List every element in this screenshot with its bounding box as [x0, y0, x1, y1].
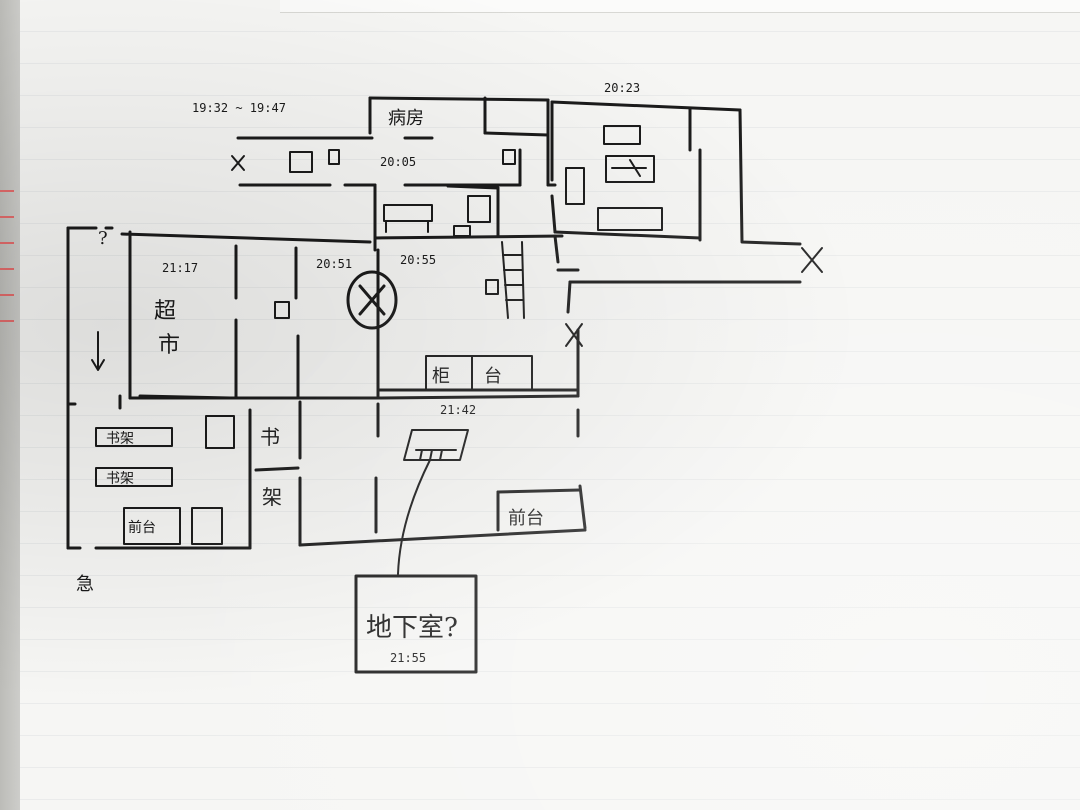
label-front-desk-left: 前台: [128, 519, 156, 536]
margin-red-ticks: [0, 190, 14, 370]
label-supermarket-1: 超: [154, 299, 176, 324]
label-ward: 病房: [388, 108, 424, 129]
time-2055: 20:55: [400, 253, 436, 267]
label-front-desk-right: 前台: [508, 508, 544, 529]
label-basement: 地下室?: [366, 613, 458, 643]
time-2005: 20:05: [380, 155, 416, 169]
time-2117: 21:17: [162, 261, 198, 275]
ward-room: [368, 96, 550, 187]
label-bookshelf-h1: 书架: [106, 431, 134, 447]
bottom-middle-walls: [354, 402, 587, 674]
label-bookshelf-v1: 书: [260, 425, 280, 449]
label-counter-1: 柜: [432, 366, 450, 387]
time-2051: 20:51: [316, 257, 352, 271]
top-right-room: [550, 100, 823, 284]
notebook-paper: [20, 0, 1080, 810]
paper-top-edge: [280, 0, 1080, 13]
label-bookshelf-v2: 架: [262, 485, 282, 509]
time-2142: 21:42: [440, 403, 476, 417]
label-emergency: 急: [76, 574, 94, 595]
label-bookshelf-h2: 书架: [106, 471, 134, 487]
central-area-walls: [346, 183, 583, 398]
lock-icons: [274, 149, 516, 319]
time-2155: 21:55: [390, 651, 426, 665]
left-block-walls: [66, 226, 587, 550]
label-supermarket-2: 市: [158, 333, 180, 358]
label-question: ?: [98, 228, 108, 249]
time-2023: 20:23: [604, 81, 640, 95]
label-counter-2: 台: [484, 366, 502, 387]
time-start: 19:32 ~ 19:47: [192, 101, 286, 115]
